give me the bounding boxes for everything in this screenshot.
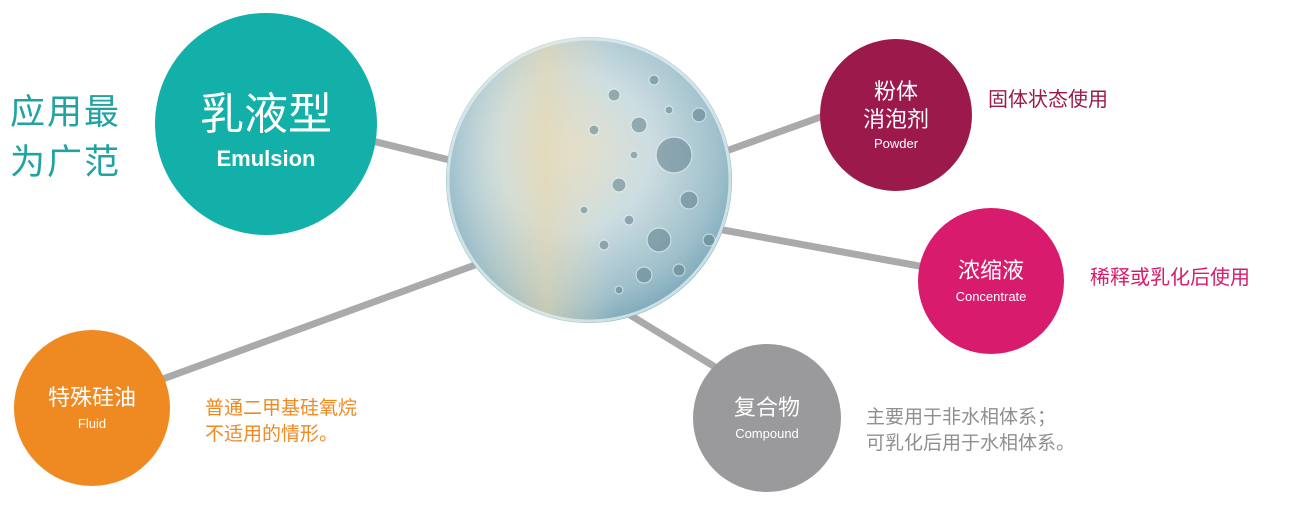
powder-cn-line2: 消泡剂	[862, 107, 929, 133]
concentrate-description: 稀释或乳化后使用	[1090, 265, 1250, 289]
fluid-description-line1: 普通二甲基硅氧烷	[205, 397, 358, 419]
compound-description: 主要用于非水相体系； 可乳化后用于水相体系。	[866, 405, 1075, 456]
side-title-line1: 应用最	[10, 93, 122, 133]
foam-bubbles-sphere-icon	[446, 37, 732, 323]
node-emulsion: 乳液型 Emulsion	[155, 13, 377, 235]
compound-cn-label: 复合物	[733, 395, 800, 421]
node-compound: 复合物 Compound	[693, 344, 841, 492]
node-powder: 粉体 消泡剂 Powder	[820, 39, 972, 191]
concentrate-cn-label: 浓缩液	[957, 258, 1024, 284]
compound-description-line2: 可乳化后用于水相体系。	[866, 431, 1076, 454]
connector-concentrate	[711, 224, 931, 272]
fluid-en-label: Fluid	[77, 416, 107, 432]
node-concentrate: 浓缩液 Concentrate	[918, 208, 1064, 354]
side-title-line2: 为广范	[10, 143, 122, 183]
concentrate-en-label: Concentrate	[955, 289, 1027, 305]
powder-description: 固体状态使用	[988, 87, 1108, 111]
fluid-cn-label: 特殊硅油	[47, 385, 136, 411]
node-fluid: 特殊硅油 Fluid	[14, 330, 170, 486]
powder-cn-line1: 粉体	[873, 80, 918, 105]
fluid-description-line2: 不适用的情形。	[205, 422, 339, 445]
compound-description-line1: 主要用于非水相体系；	[866, 406, 1057, 428]
compound-en-label: Compound	[735, 426, 799, 442]
fluid-description: 普通二甲基硅氧烷 不适用的情形。	[205, 396, 357, 447]
connector-fluid	[158, 261, 477, 384]
powder-en-label: Powder	[873, 136, 919, 151]
connector-powder	[713, 106, 842, 159]
connector-compound	[628, 312, 722, 373]
side-title: 应用最 为广范	[10, 88, 121, 188]
emulsion-en-label: Emulsion	[216, 145, 316, 171]
emulsion-cn-label: 乳液型	[200, 88, 332, 140]
